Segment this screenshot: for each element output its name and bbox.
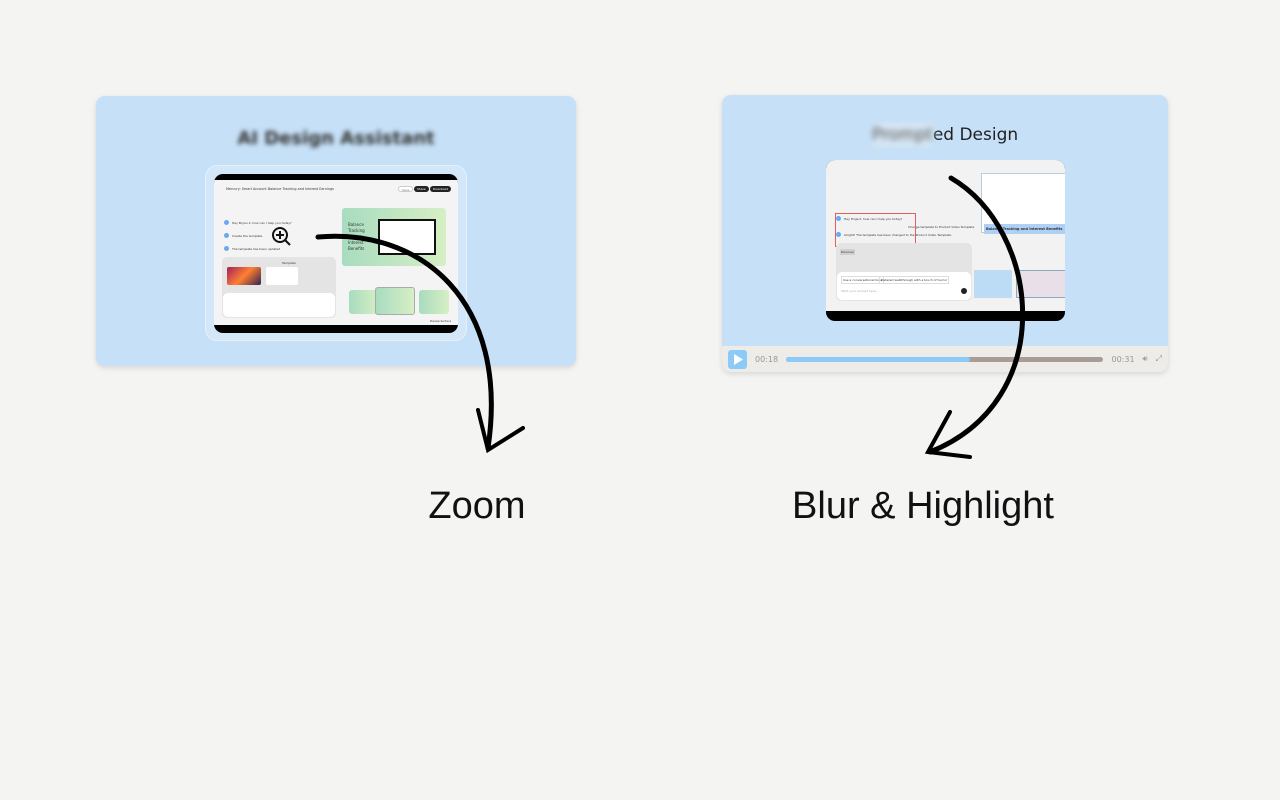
volume-icon[interactable]: 🔊︎: [1142, 354, 1148, 363]
assistant-avatar: [836, 232, 841, 237]
assistant-avatar: [224, 246, 229, 251]
slide-thumb[interactable]: [974, 270, 1012, 298]
app-screenshot: Hey Project, how can I help you today? C…: [826, 160, 1065, 321]
chat-message: Create the template: [232, 233, 263, 238]
screenshot-frame: Mercury: Smart Account Balance Tracking …: [205, 165, 467, 341]
download-button[interactable]: Download: [430, 186, 451, 192]
user-message: Change template to Product Video Templat…: [908, 225, 975, 229]
chat-message: Hey Project, how can I help you today?: [844, 216, 903, 221]
prompt-placeholder: Start your prompt here...: [841, 289, 879, 293]
fullscreen-icon[interactable]: ⤢: [1155, 354, 1162, 363]
slide-text: Balance Tracking and Interest Benefits: [348, 222, 365, 251]
progress-fill: [786, 356, 971, 362]
progress-bar[interactable]: [786, 356, 1104, 362]
banner: Balance Tracking and Interest Benefits: [984, 224, 1065, 234]
assistant-avatar: [836, 216, 841, 221]
zoom-demo-card: AI Design Assistant Mercury: Smart Accou…: [96, 96, 576, 366]
chat-message: The template has been updated: [232, 246, 281, 251]
prompt-input[interactable]: [223, 293, 335, 317]
zoom-label: Zoom: [428, 485, 526, 527]
discover-tab[interactable]: Discover: [840, 249, 856, 255]
blurred-title-part: Prompt: [871, 123, 933, 147]
blur-highlight-label: Blur & Highlight: [792, 485, 1054, 527]
current-time: 00:18: [755, 354, 779, 364]
save-button[interactable]: Save: [398, 186, 414, 192]
chat-message: Hey Bryan 2, how can I help you today?: [232, 220, 292, 225]
play-button[interactable]: [728, 349, 747, 369]
share-button[interactable]: Share: [414, 186, 429, 192]
assistant-avatar: [224, 220, 229, 225]
slide-thumb[interactable]: [375, 287, 415, 315]
prompt-panel: Discover Use a conversational tone Detai…: [836, 243, 972, 301]
template-panel: Template: [222, 257, 336, 318]
assistant-avatar: [224, 233, 229, 238]
app-screenshot: Mercury: Smart Account Balance Tracking …: [214, 174, 458, 333]
template-thumb[interactable]: [266, 267, 298, 285]
prompt-input[interactable]: Use a conversational tone Detailed walkt…: [837, 272, 971, 300]
highlight-box: [835, 213, 916, 247]
suggestion-chip[interactable]: Use a conversational tone: [841, 276, 885, 284]
card-title: ed Design: [932, 125, 1019, 145]
slide-preview: Balance Tracking and Interest Benefits: [342, 208, 446, 266]
suggestion-chip[interactable]: Detailed walkthrough with a touch of hum…: [879, 276, 950, 284]
send-button[interactable]: [961, 288, 967, 294]
slide-thumb[interactable]: [419, 290, 449, 314]
slide-thumb[interactable]: [1016, 270, 1065, 298]
total-time: 00:31: [1111, 354, 1135, 364]
app-header: Mercury: Smart Account Balance Tracking …: [226, 187, 334, 191]
chat-message: Alright! The template has been changed t…: [844, 232, 952, 237]
template-tab[interactable]: Template: [282, 261, 296, 265]
card-title: AI Design Assistant: [237, 128, 435, 149]
template-thumb[interactable]: [227, 267, 261, 285]
zoom-in-icon: [272, 227, 291, 246]
preview-sections[interactable]: Preview Sections: [430, 320, 452, 323]
blur-highlight-demo-card: Prompted Design Hey Project, how can I h…: [722, 95, 1168, 372]
blur-arrowhead: [924, 410, 972, 459]
zoom-arrowhead: [476, 408, 525, 454]
video-player-controls: 00:18 00:31 🔊︎ ⤢: [722, 346, 1168, 372]
play-icon: [733, 353, 743, 365]
